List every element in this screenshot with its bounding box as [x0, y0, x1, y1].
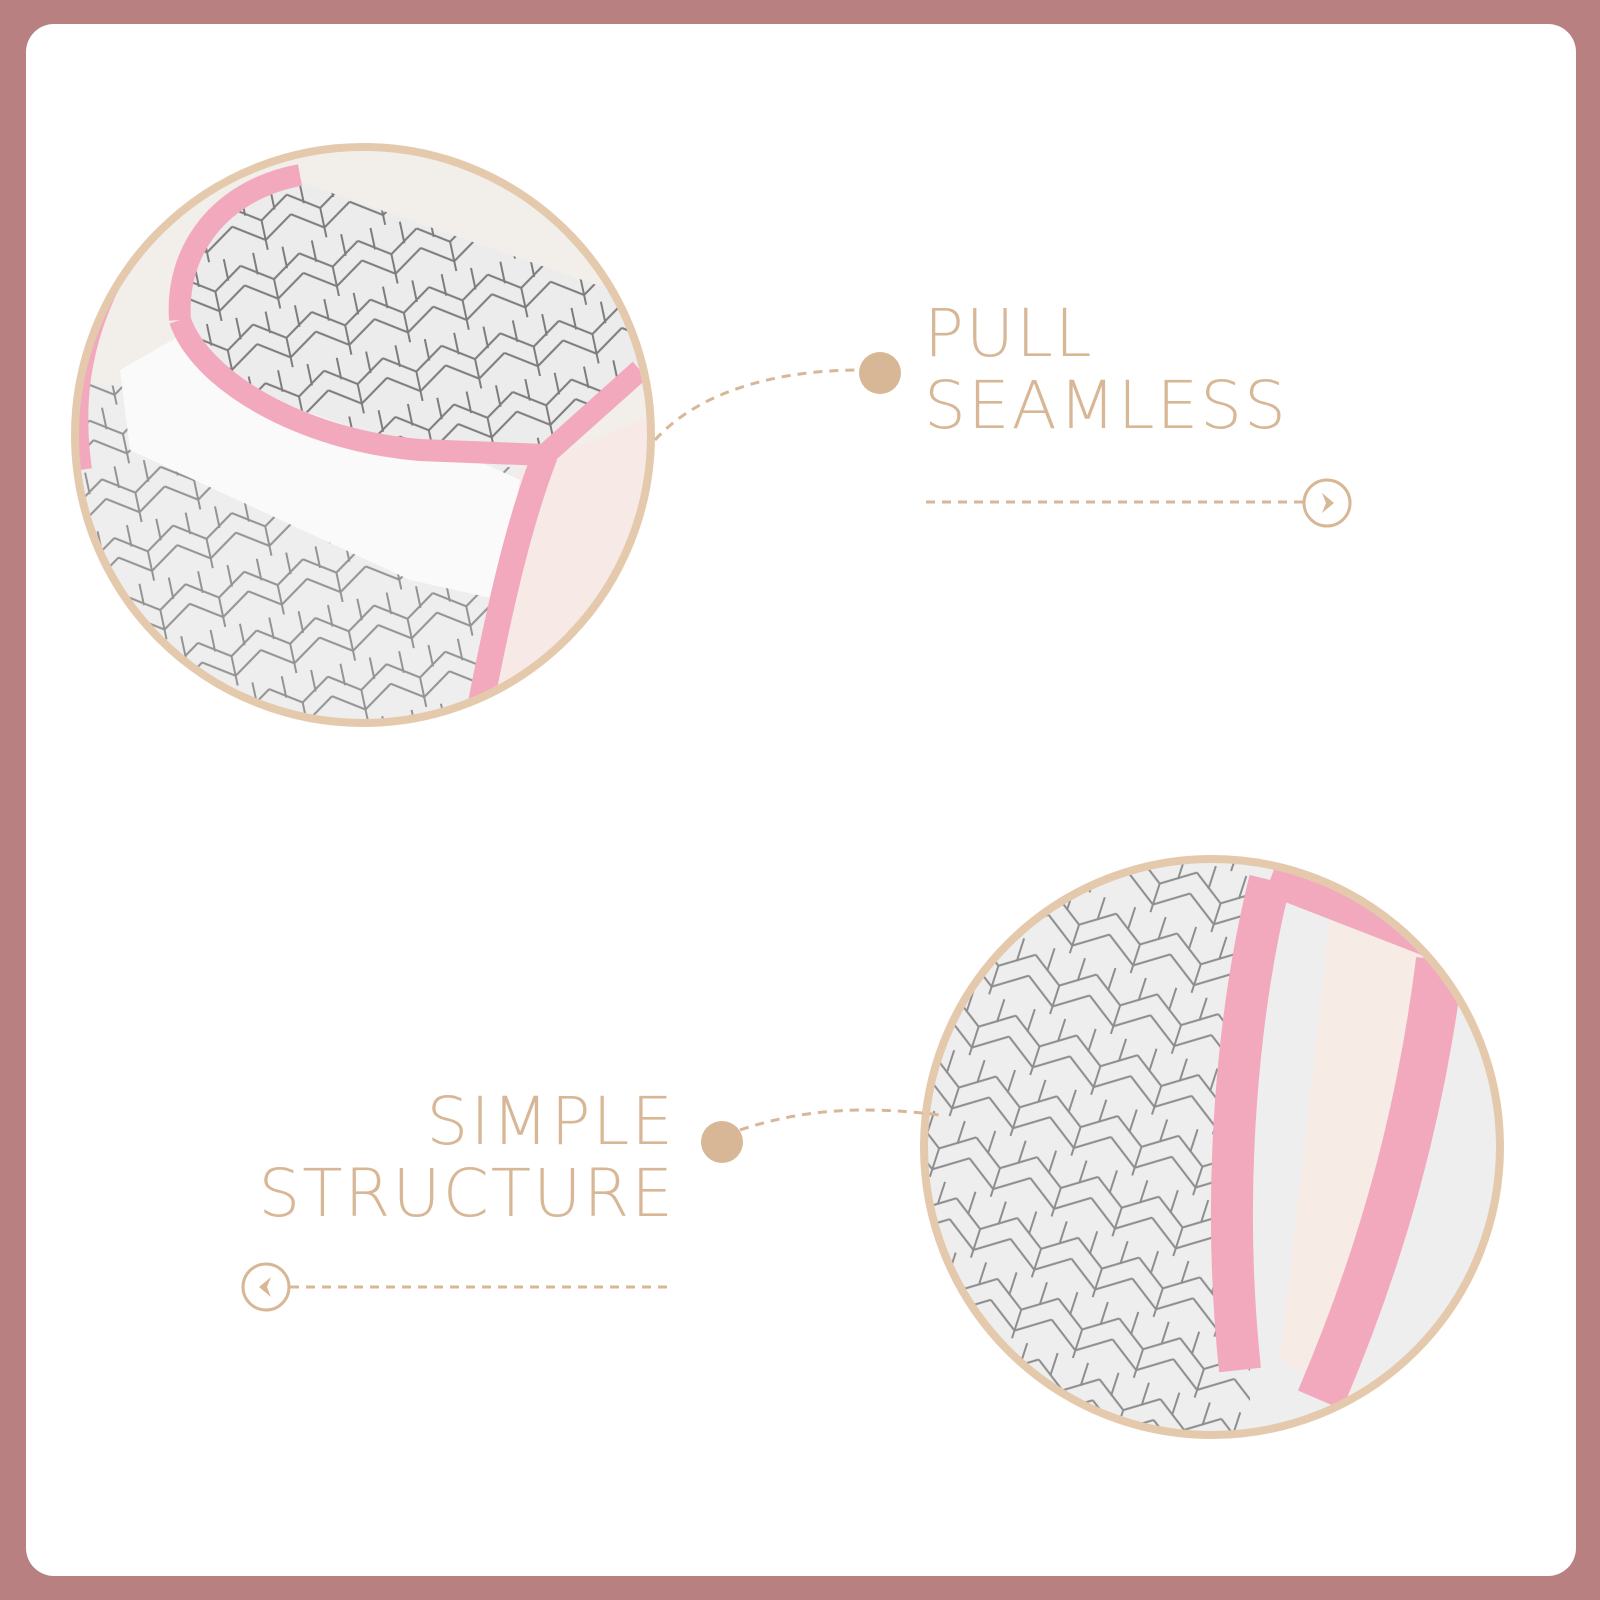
top-connector-dot: [859, 352, 901, 394]
bottom-connector-dot: [701, 1121, 743, 1163]
feature-label-line2: STRUCTURE: [258, 1155, 675, 1232]
fabric-detail-top-photo: [71, 143, 655, 727]
bottom-connector-line: [739, 1108, 941, 1132]
feature-label-simple-structure: SIMPLE STRUCTURE: [230, 1086, 675, 1230]
feature-label-pull-seamless: PULL SEAMLESS: [924, 298, 1288, 442]
fabric-detail-bottom-photo: [920, 855, 1504, 1439]
feature-label-line2: SEAMLESS: [924, 367, 1288, 444]
feature-label-line1: SIMPLE: [426, 1083, 675, 1160]
chevron-right-icon[interactable]: [1301, 477, 1353, 529]
top-connector-line: [653, 368, 861, 442]
chevron-left-icon[interactable]: [240, 1261, 292, 1313]
feature-label-line1: PULL: [924, 295, 1094, 372]
